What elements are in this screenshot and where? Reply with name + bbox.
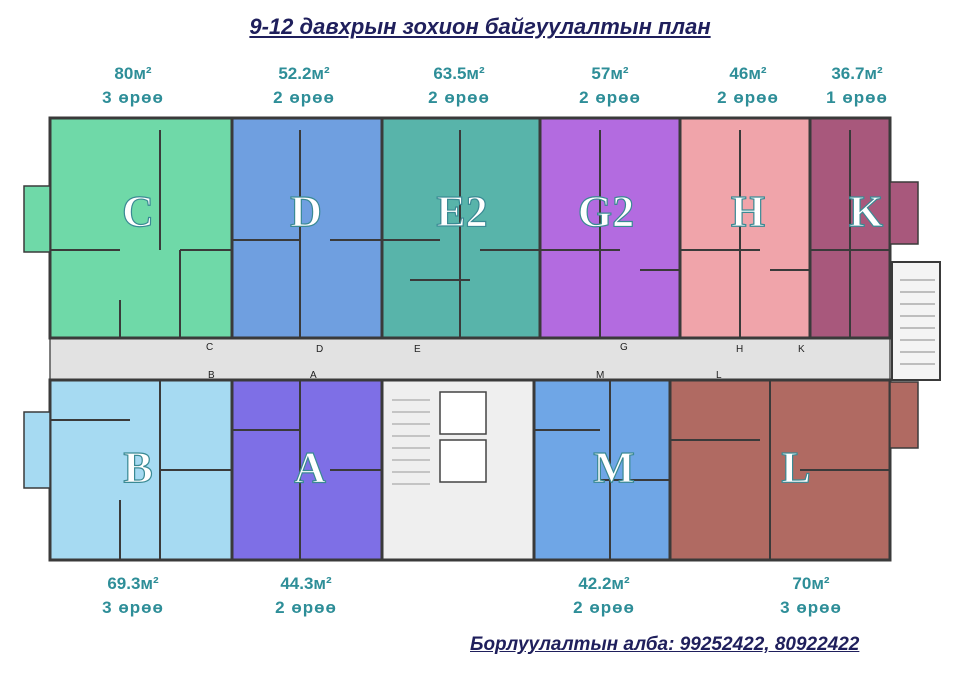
elevator-2 [439,439,487,483]
door-label-k: K [798,344,805,355]
door-label-a: A [310,370,317,381]
unit-rooms: 3 өрөө [780,598,842,617]
core-stair-steps [392,399,430,485]
door-label-e: E [414,344,421,355]
door-label-g: G [620,342,628,353]
door-label-b: B [208,370,215,381]
apartment-m [532,378,672,562]
apartment-label-l: L [781,443,810,492]
apartment-label-k: K [849,187,883,236]
unit-info-k: 36.7м² 1 өрөө [802,62,912,110]
unit-info-l: 70м² 3 өрөө [756,572,866,620]
apartment-label-b: B [123,443,152,492]
door-label-m: M [596,370,604,381]
right-stair-steps [900,279,935,365]
unit-area: 44.3м² [280,574,332,593]
apartment-label-h: H [731,187,765,236]
unit-area: 57м² [591,64,629,83]
door-label-h: H [736,344,743,355]
interior-walls [50,130,890,560]
apartment-label-m: M [593,443,635,492]
apartment-g2 [538,116,682,340]
right-stair [891,261,941,381]
unit-info-e2: 63.5м² 2 өрөө [404,62,514,110]
unit-rooms: 1 өрөө [826,88,888,107]
unit-info-d: 52.2м² 2 өрөө [249,62,359,110]
apartment-h [678,116,812,340]
unit-info-h: 46м² 2 өрөө [693,62,803,110]
unit-area: 70м² [792,574,830,593]
unit-area: 36.7м² [831,64,883,83]
corridor [49,337,891,381]
unit-area: 46м² [729,64,767,83]
door-label-c: C [206,342,213,353]
unit-rooms: 2 өрөө [428,88,490,107]
unit-info-g2: 57м² 2 өрөө [555,62,665,110]
balcony-k [889,181,919,245]
unit-rooms: 2 өрөө [717,88,779,107]
unit-info-b: 69.3м² 3 өрөө [78,572,188,620]
unit-info-c: 80м² 3 өрөө [78,62,188,110]
plan-title: 9-12 давхрын зохион байгуулалтын план [249,14,711,39]
unit-info-a: 44.3м² 2 өрөө [251,572,361,620]
unit-area: 69.3м² [107,574,159,593]
unit-rooms: 2 өрөө [579,88,641,107]
unit-area: 42.2м² [578,574,630,593]
unit-rooms: 3 өрөө [102,88,164,107]
door-label-l: L [716,370,722,381]
balcony-l [889,381,919,449]
apartment-label-g2: G2 [578,187,634,236]
balcony-b [23,411,51,489]
elevator-1 [439,391,487,435]
balcony-c [23,185,51,253]
unit-rooms: 2 өрөө [275,598,337,617]
apartment-label-a: A [294,443,326,492]
apartment-label-e2: E2 [436,187,487,236]
unit-area: 80м² [114,64,152,83]
unit-info-m: 42.2м² 2 өрөө [549,572,659,620]
unit-rooms: 3 өрөө [102,598,164,617]
apartment-d [230,116,384,340]
unit-rooms: 2 өрөө [573,598,635,617]
apartment-label-d: D [290,187,322,236]
door-label-d: D [316,344,323,355]
sales-contact: Борлуулалтын алба: 99252422, 80922422 [470,634,860,655]
unit-rooms: 2 өрөө [273,88,335,107]
unit-area: 63.5м² [433,64,485,83]
apartment-label-c: C [122,187,154,236]
unit-area: 52.2м² [278,64,330,83]
